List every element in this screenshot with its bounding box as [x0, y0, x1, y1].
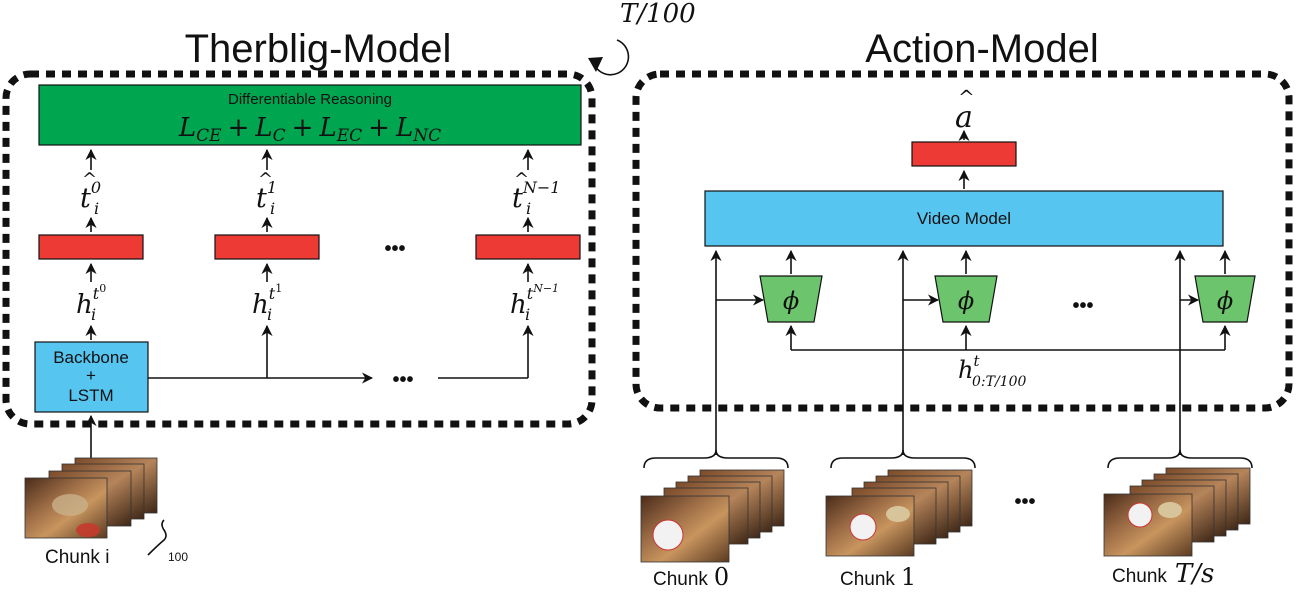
phi-ellipsis: •••: [1072, 295, 1093, 317]
phi-block-0: ϕ: [759, 275, 823, 323]
loop-arrow-head: [588, 57, 603, 72]
phi-block-n: ϕ: [1194, 275, 1256, 323]
loop-label: T/100: [620, 0, 696, 29]
h-n-sub: i: [525, 305, 530, 324]
t-hat-0-hat: ^: [82, 169, 97, 190]
red-layer-0: [38, 234, 144, 260]
red-layer-1: [214, 234, 320, 260]
chunk1-brace: [830, 449, 976, 469]
action-model-title: Action-Model: [865, 27, 1098, 71]
h-1-label: ht1: [252, 282, 282, 320]
h-n-label: htN−1: [510, 282, 559, 320]
phi-n-symbol: ϕ: [1217, 287, 1233, 315]
phi-block-1: ϕ: [934, 275, 998, 323]
action-model-group: Action-Model a ^ Video Model ϕ ϕ ϕ •••: [632, 27, 1293, 591]
h-0-label: ht0: [76, 282, 106, 320]
hidden-bus-sub: 0:T/100: [972, 374, 1026, 390]
chunk-ellipsis: •••: [1014, 491, 1035, 513]
t-hat-0-label: t0: [80, 178, 101, 214]
chunk0-frames: [640, 469, 785, 563]
t-hat-1-sub: i: [270, 199, 275, 218]
backbone-label: Backbone: [53, 348, 129, 367]
red-layer-n: [475, 234, 581, 260]
backbone-lstm-box: [34, 341, 149, 413]
h-1-sub: i: [267, 305, 272, 324]
therblig-model-title: Therblig-Model: [185, 27, 452, 71]
loop-group: T/100: [588, 0, 696, 76]
h-0-sub: i: [91, 305, 96, 324]
video-model-label: Video Model: [917, 209, 1011, 228]
hidden-bus-label: ht: [958, 352, 980, 384]
backbone-plus: +: [86, 366, 96, 385]
a-hat-label: a: [955, 100, 973, 135]
t-hat-0-sub: i: [94, 199, 99, 218]
lstm-label: LSTM: [68, 386, 113, 405]
action-model-frame: [632, 70, 1293, 412]
chunk-i-label: Chunk i: [45, 547, 109, 568]
t-hat-n-hat: ^: [514, 169, 529, 190]
chunkn-brace: [1107, 449, 1253, 469]
ellipsis-lstm: •••: [392, 369, 413, 391]
chunk0-brace: [643, 449, 789, 469]
t-hat-1-hat: ^: [258, 169, 273, 190]
phi-1-symbol: ϕ: [958, 287, 974, 315]
loss-formula: LCE+LC+LEC+LNC: [178, 113, 441, 146]
t-hat-1-label: t1: [256, 178, 277, 214]
phi-0-symbol: ϕ: [783, 287, 799, 315]
differentiable-reasoning-box: [38, 84, 582, 146]
chunkn-frames: [1103, 467, 1251, 557]
chunk-i-brace: [147, 519, 167, 556]
chunk-i-count: 100: [168, 550, 188, 564]
chunk1-frames: [825, 469, 973, 557]
chunk-i-frames: [24, 457, 158, 539]
action-red-layer: [911, 141, 1017, 167]
therblig-model-group: Therblig-Model Differentiable Reasoning …: [2, 27, 596, 568]
differentiable-reasoning-label: Differentiable Reasoning: [228, 91, 392, 108]
video-model-box: [704, 190, 1224, 247]
t-hat-n-sub: i: [526, 199, 531, 218]
t-hat-n-label: tN−1: [512, 178, 560, 214]
loop-arrow: [594, 39, 630, 76]
a-hat-hat: ^: [958, 85, 975, 109]
therblig-model-frame: [2, 70, 596, 428]
ellipsis-columns: •••: [384, 238, 405, 260]
